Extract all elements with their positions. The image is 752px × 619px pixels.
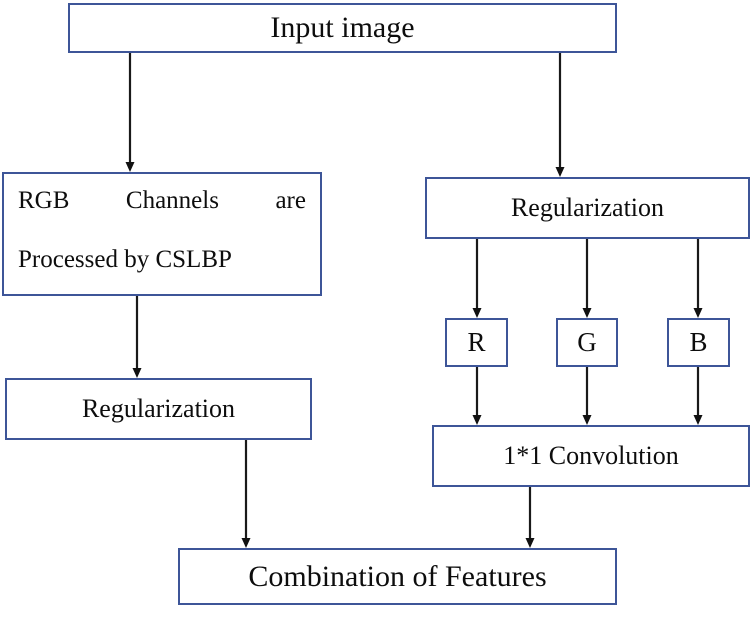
node-rgb-word-2: Channels bbox=[125, 187, 219, 214]
node-rgb-word-3: are bbox=[275, 187, 306, 214]
node-channel-b-label: B bbox=[689, 327, 708, 357]
node-regularization-right-label: Regularization bbox=[510, 193, 665, 222]
node-convolution[interactable]: 1*1 Convolution bbox=[432, 425, 750, 487]
node-combination-of-features[interactable]: Combination of Features bbox=[178, 548, 617, 605]
node-convolution-label: 1*1 Convolution bbox=[503, 441, 679, 470]
node-rgb-channels-line1: RGB Channels are bbox=[18, 188, 306, 213]
node-regularization-right[interactable]: Regularization bbox=[425, 177, 750, 239]
node-regularization-left[interactable]: Regularization bbox=[5, 378, 312, 440]
node-channel-b[interactable]: B bbox=[667, 318, 730, 367]
node-channel-g-label: G bbox=[577, 327, 597, 357]
node-rgb-channels-line2: Processed by CSLBP bbox=[18, 247, 306, 272]
node-channel-r[interactable]: R bbox=[445, 318, 508, 367]
node-channel-g[interactable]: G bbox=[556, 318, 618, 367]
node-rgb-channels[interactable]: RGB Channels are Processed by CSLBP bbox=[2, 172, 322, 296]
node-channel-r-label: R bbox=[467, 327, 486, 357]
node-input-image[interactable]: Input image bbox=[68, 3, 617, 53]
node-rgb-word-1: RGB bbox=[18, 187, 70, 214]
node-rgb-line2-text: Processed by CSLBP bbox=[18, 246, 232, 273]
node-combination-of-features-label: Combination of Features bbox=[248, 559, 547, 593]
node-input-image-label: Input image bbox=[270, 11, 415, 44]
node-regularization-left-label: Regularization bbox=[81, 394, 236, 423]
